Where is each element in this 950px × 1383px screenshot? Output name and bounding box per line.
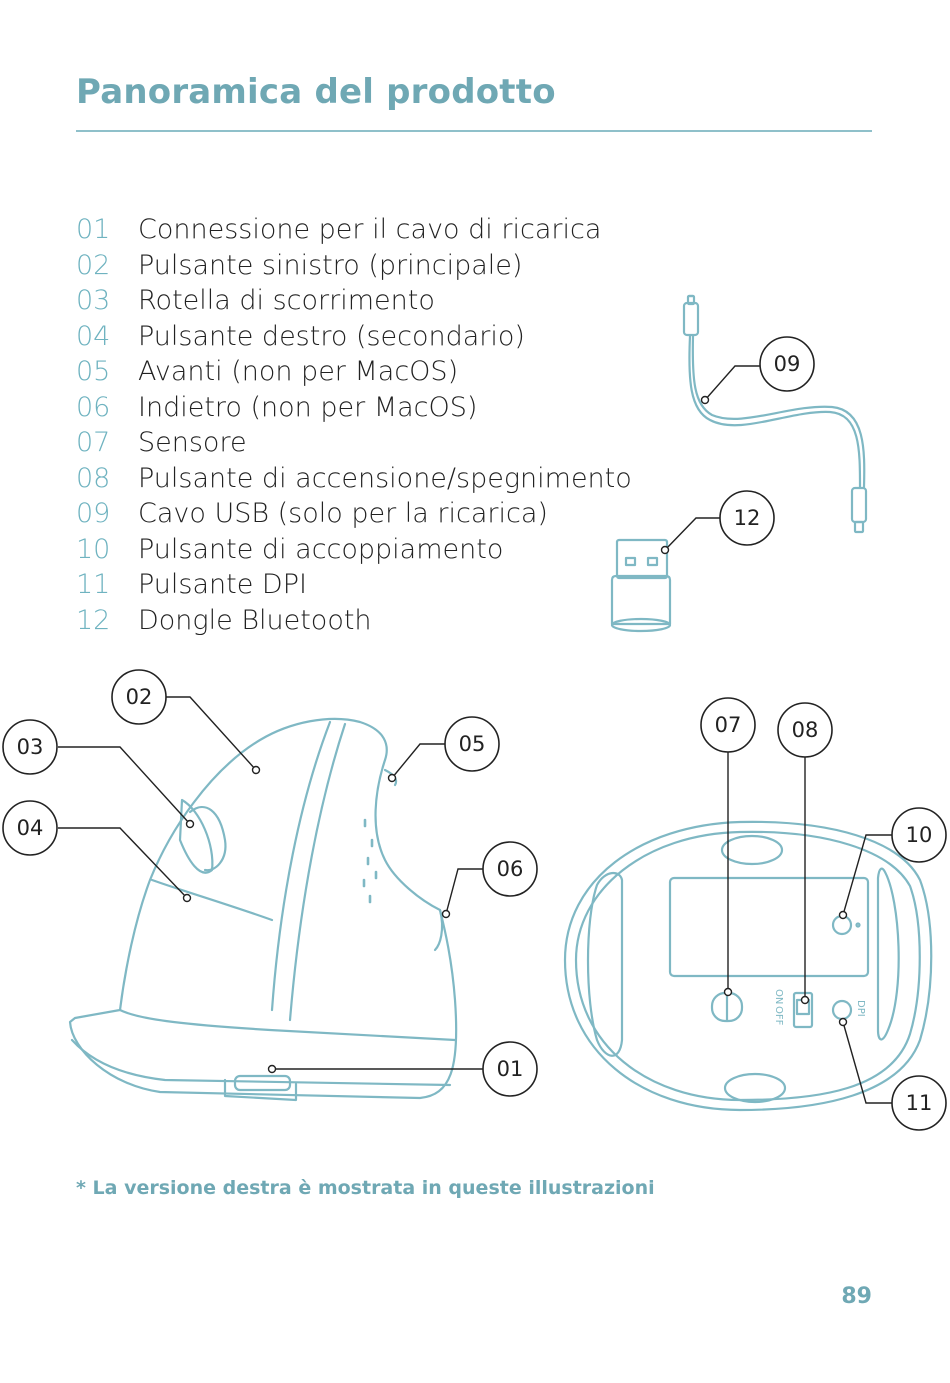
list-item: 07 Sensore: [76, 425, 632, 461]
callout-08: 08: [792, 718, 819, 742]
part-number: 10: [76, 533, 111, 565]
list-item: 02 Pulsante sinistro (principale): [76, 248, 632, 284]
callout-10: 10: [906, 823, 933, 847]
callout-11: 11: [906, 1091, 933, 1115]
part-number: 08: [76, 462, 111, 494]
callout-05: 05: [459, 732, 486, 756]
part-number: 02: [76, 249, 111, 281]
page-title: Panoramica del prodotto: [76, 72, 556, 112]
mouse-bottom-illustration: [563, 820, 933, 1112]
footnote: * La versione destra è mostrata in quest…: [76, 1177, 655, 1199]
part-label: Pulsante sinistro (principale): [138, 249, 523, 281]
part-label: Pulsante DPI: [138, 569, 307, 600]
dpi-label: DPI: [855, 1000, 866, 1017]
part-number: 01: [76, 214, 111, 245]
part-label: Connessione per il cavo di ricarica: [138, 214, 602, 245]
list-item: 11 Pulsante DPI: [76, 567, 632, 603]
callout-dots: [182, 395, 848, 1074]
part-label: Avanti (non per MacOS): [138, 356, 459, 387]
callout-09: 09: [774, 352, 801, 376]
callout-04: 04: [17, 816, 44, 840]
part-number: 11: [76, 569, 111, 600]
callout-01: 01: [497, 1057, 524, 1081]
list-item: 01 Connessione per il cavo di ricarica: [76, 212, 632, 248]
callout-06: 06: [497, 857, 524, 881]
part-label: Pulsante di accensione/spegnimento: [138, 462, 632, 494]
mouse-side-illustration: [68, 717, 458, 1102]
bluetooth-dongle-illustration: [610, 538, 672, 633]
callout-leaders: [58, 365, 892, 1104]
list-item: 10 Pulsante di accoppiamento: [76, 532, 632, 568]
on-label: ON: [773, 989, 784, 1004]
callout-03: 03: [17, 735, 44, 759]
part-label: Pulsante di accoppiamento: [138, 533, 504, 565]
list-item: 09 Cavo USB (solo per la ricarica): [76, 496, 632, 532]
part-number: 03: [76, 285, 111, 316]
part-number: 09: [76, 498, 111, 529]
off-label: OFF: [773, 1006, 784, 1026]
usb-cable-illustration: [682, 294, 868, 534]
list-item: 03 Rotella di scorrimento: [76, 283, 632, 319]
part-number: 05: [76, 356, 111, 387]
callout-07: 07: [715, 713, 742, 737]
callout-bubbles: [2, 336, 947, 1131]
page-number: 89: [841, 1284, 872, 1309]
list-item: 04 Pulsante destro (secondario): [76, 319, 632, 355]
part-number: 12: [76, 604, 111, 636]
part-number: 04: [76, 320, 111, 352]
parts-list: 01 Connessione per il cavo di ricarica 02…: [76, 212, 632, 638]
list-item: 05 Avanti (non per MacOS): [76, 354, 632, 390]
callout-02: 02: [126, 685, 153, 709]
part-label: Rotella di scorrimento: [138, 285, 435, 316]
part-label: Pulsante destro (secondario): [138, 320, 525, 352]
list-item: 12 Dongle Bluetooth: [76, 603, 632, 639]
part-label: Indietro (non per MacOS): [138, 391, 478, 423]
part-label: Cavo USB (solo per la ricarica): [138, 498, 548, 529]
title-divider: [76, 130, 872, 132]
part-label: Sensore: [138, 427, 247, 458]
list-item: 06 Indietro (non per MacOS): [76, 390, 632, 426]
list-item: 08 Pulsante di accensione/spegnimento: [76, 461, 632, 497]
part-label: Dongle Bluetooth: [138, 604, 372, 636]
part-number: 06: [76, 391, 111, 423]
part-number: 07: [76, 427, 111, 458]
callout-12: 12: [734, 506, 761, 530]
